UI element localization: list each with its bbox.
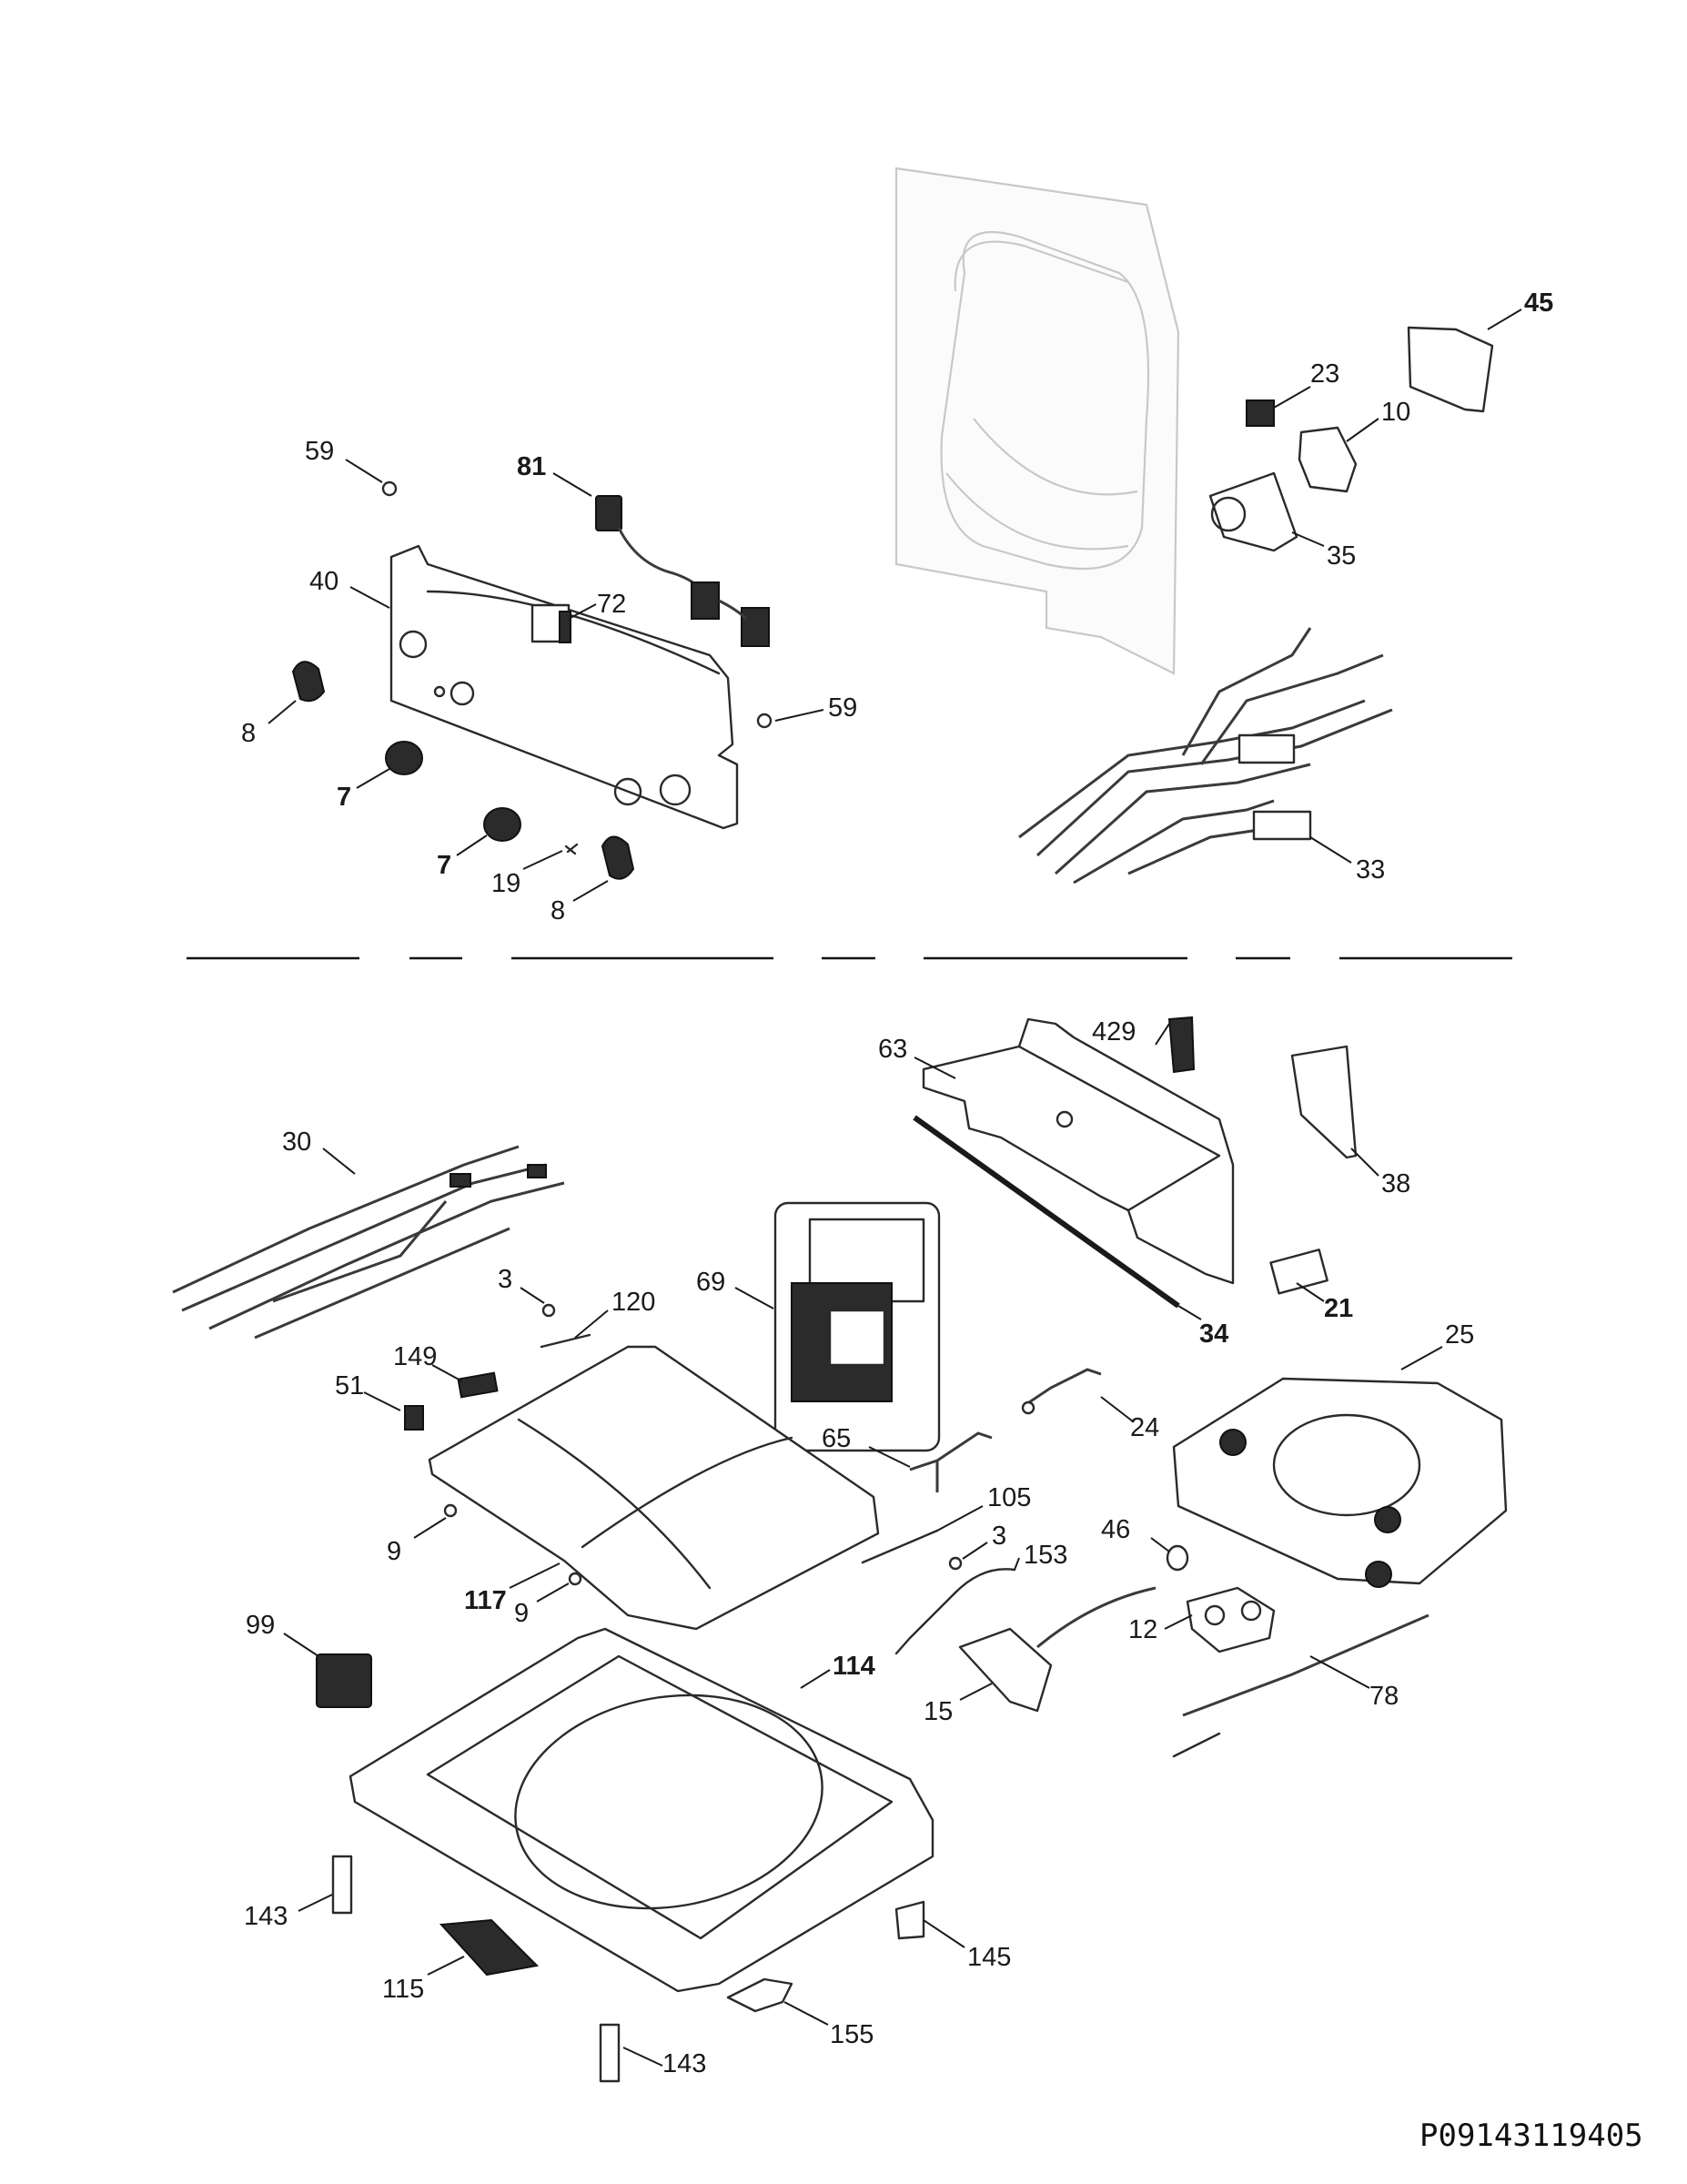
part-3-screw-upper [541,1303,556,1318]
callout-30: 30 [282,1127,311,1157]
part-59-screw-right [756,713,773,729]
callout-7-upper: 7 [337,783,351,812]
part-40-control-panel [389,544,739,830]
callout-145: 145 [967,1943,1011,1972]
part-12-water-valve [1186,1586,1276,1653]
part-72-switch-block [530,603,571,643]
part-35-bracket [1208,471,1298,552]
part-30-harness [172,1145,565,1340]
callout-143-upper: 143 [244,1902,288,1931]
part-153-spring [894,1568,1016,1655]
callout-34: 34 [1199,1320,1228,1349]
part-21-clip [1269,1249,1328,1295]
part-69-control-board [773,1201,941,1452]
part-33-wiring-harness [1018,627,1393,885]
callout-99: 99 [246,1611,275,1640]
callout-45: 45 [1524,288,1553,318]
callout-51: 51 [335,1371,364,1400]
callout-9-upper: 9 [387,1537,401,1566]
part-429-bracket [1167,1016,1196,1074]
callout-7-lower: 7 [437,851,451,880]
part-34-rod [913,1115,1180,1309]
bottom-callouts: 429 63 38 30 69 34 21 3 120 25 149 51 24… [244,1017,1474,2078]
part-114-top-cover [349,1627,934,1993]
callout-8-bottom: 8 [551,896,565,925]
part-105-rod [861,1529,939,1564]
callout-120: 120 [611,1288,655,1317]
callout-115: 115 [382,1975,424,2004]
callout-40: 40 [309,567,338,596]
part-38-box [1290,1045,1358,1159]
callout-114: 114 [833,1652,875,1681]
callout-3-upper: 3 [498,1265,512,1294]
callout-46: 46 [1101,1515,1130,1544]
callout-59-top: 59 [305,437,334,466]
part-3-screw-lower [948,1556,963,1571]
part-7-knob-upper [385,741,423,775]
callout-81: 81 [517,452,546,481]
faded-cabinet-background [894,167,1180,675]
callout-25: 25 [1445,1320,1474,1350]
callout-155: 155 [830,2020,874,2049]
part-15-dispenser [958,1586,1157,1713]
callout-19: 19 [491,869,520,898]
callout-10: 10 [1381,398,1410,427]
part-8-knob-left [291,661,326,703]
part-143-hinge-lower [599,2023,621,2083]
callout-65: 65 [822,1424,851,1453]
callout-429: 429 [1092,1017,1136,1046]
part-65-wire [909,1431,993,1492]
callout-63: 63 [878,1035,907,1064]
callout-38: 38 [1381,1169,1410,1198]
callout-143-lower: 143 [662,2049,706,2078]
part-78-cable [1172,1613,1429,1758]
callout-35: 35 [1327,541,1356,571]
part-117-lid [428,1345,880,1631]
part-115-hinge-bar [439,1918,540,1977]
callout-9-lower: 9 [514,1599,529,1628]
callout-105: 105 [987,1483,1031,1512]
callout-23: 23 [1310,359,1339,389]
callout-33: 33 [1356,855,1385,885]
part-81-harness [595,495,770,647]
part-45-cover [1407,326,1494,413]
part-143-hinge-upper [331,1855,353,1915]
callout-72: 72 [597,590,626,619]
part-23-lock [1246,399,1275,427]
part-149-clip [457,1371,499,1399]
callout-69: 69 [696,1268,725,1297]
callout-78: 78 [1369,1682,1399,1711]
top-callouts: 59 81 40 72 59 8 7 7 19 8 45 23 10 35 33 [241,288,1553,925]
callout-149: 149 [393,1342,437,1371]
part-155-cap [726,1977,793,2013]
callout-15: 15 [924,1697,953,1726]
part-8-knob-bottom [601,835,635,880]
callout-117: 117 [464,1586,507,1615]
part-120-rod [540,1333,591,1349]
document-code: P09143119405 [1419,2118,1643,2154]
callout-3-lower: 3 [992,1522,1006,1551]
callout-12: 12 [1128,1615,1157,1644]
part-99-lid-switch [316,1653,372,1708]
part-51-tab [404,1405,424,1431]
callout-153: 153 [1024,1541,1067,1570]
part-9-screw-lower [568,1572,582,1586]
callout-8-left: 8 [241,719,256,748]
part-7-knob-lower [483,807,521,842]
part-19-small-screw [564,843,579,855]
part-59-screw-top [381,480,398,497]
callout-21: 21 [1324,1294,1353,1323]
part-24-wire [1021,1368,1102,1415]
part-25-tub-assembly [1172,1377,1508,1588]
part-63-frame [922,1017,1235,1285]
part-145-bracket [894,1900,925,1940]
part-46-cap [1166,1544,1189,1572]
callout-59-right: 59 [828,693,857,723]
part-10-timer [1298,426,1358,493]
part-9-screw-upper [443,1503,458,1518]
callout-24: 24 [1130,1413,1159,1442]
